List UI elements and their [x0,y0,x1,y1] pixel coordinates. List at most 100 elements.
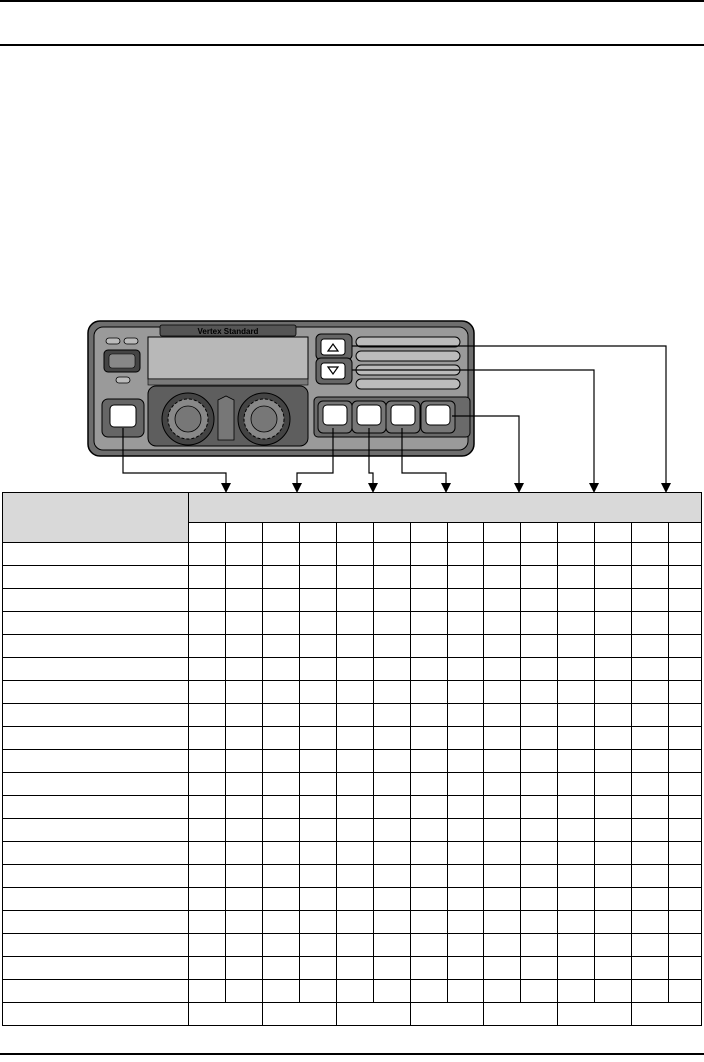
table-cell [188,726,226,750]
table-cell [336,703,374,727]
row-label-cell [2,864,189,888]
table-row [2,703,703,727]
table-cell [447,542,484,566]
table-cell [299,864,337,888]
arrow-3 [368,483,378,493]
table-cell [225,841,263,865]
table-cell [336,565,374,589]
table-cell [520,910,558,934]
table-cell [410,680,448,704]
table-cell [631,703,669,727]
table-cell [594,933,632,957]
arrow-1 [221,483,231,493]
table-cell [667,726,703,750]
key-left[interactable] [101,398,145,438]
down-key[interactable] [315,357,353,385]
table-cell [557,910,595,934]
table-row [2,726,703,750]
up-arrow-icon [326,342,340,352]
subheader-cell [336,522,374,543]
table-cell [299,588,337,612]
small-indicator [115,376,131,384]
channel-knob[interactable] [237,392,291,446]
table-cell [336,864,374,888]
table-cell [520,933,558,957]
indicator-led-left [105,337,121,345]
table-cell [667,979,703,1003]
table-cell [520,887,558,911]
table-cell [520,726,558,750]
key-p3[interactable] [385,400,421,434]
table-cell [188,634,226,658]
up-key[interactable] [315,333,353,361]
table-cell [483,772,521,796]
mic-jack-inner [108,353,136,369]
table-cell [299,749,337,773]
table-cell [410,749,448,773]
table-cell [373,910,411,934]
subheader-cell [520,522,558,543]
table-row [2,818,703,842]
volume-knob[interactable] [161,392,215,446]
table-cell [188,703,226,727]
footer-group-cell [557,1002,632,1026]
table-cell [631,749,669,773]
table-cell [594,841,632,865]
table-cell [483,703,521,727]
table-cell [483,680,521,704]
row-label-cell [2,588,189,612]
table-cell [557,887,595,911]
table-cell [225,818,263,842]
key-p4[interactable] [420,400,456,434]
table-cell [410,565,448,589]
table-cell [557,933,595,957]
table-footer-row [2,1002,703,1026]
table-cell [225,703,263,727]
table-cell [667,795,703,819]
key-p1[interactable] [317,400,353,434]
table-cell [594,956,632,980]
table-cell [373,864,411,888]
row-label-cell [2,542,189,566]
table-cell [447,956,484,980]
table-cell [188,887,226,911]
table-cell [410,795,448,819]
table-cell [594,657,632,681]
table-cell [299,680,337,704]
table-cell [373,887,411,911]
header-rule-bottom [0,44,704,46]
table-cell [594,979,632,1003]
table-cell [373,703,411,727]
table-row [2,979,703,1003]
table-cell [557,565,595,589]
table-cell [410,933,448,957]
table-cell [594,749,632,773]
table-cell [631,887,669,911]
table-cell [447,910,484,934]
table-cell [299,772,337,796]
table-cell [373,795,411,819]
table-cell [594,818,632,842]
table-cell [262,726,300,750]
table-cell [557,703,595,727]
function-assignment-table [2,492,703,1026]
table-cell [225,933,263,957]
table-cell [299,933,337,957]
table-cell [520,703,558,727]
table-cell [520,657,558,681]
table-cell [447,703,484,727]
table-cell [520,864,558,888]
table-cell [557,749,595,773]
table-cell [262,772,300,796]
table-cell [188,657,226,681]
table-cell [336,749,374,773]
table-cell [336,887,374,911]
table-cell [262,565,300,589]
table-cell [410,910,448,934]
display-bezel-lower [147,378,309,386]
lcd-display [147,336,309,380]
table-cell [299,910,337,934]
table-cell [594,565,632,589]
table-cell [299,887,337,911]
radio-front-panel-diagram: Vertex Standard [87,320,671,493]
